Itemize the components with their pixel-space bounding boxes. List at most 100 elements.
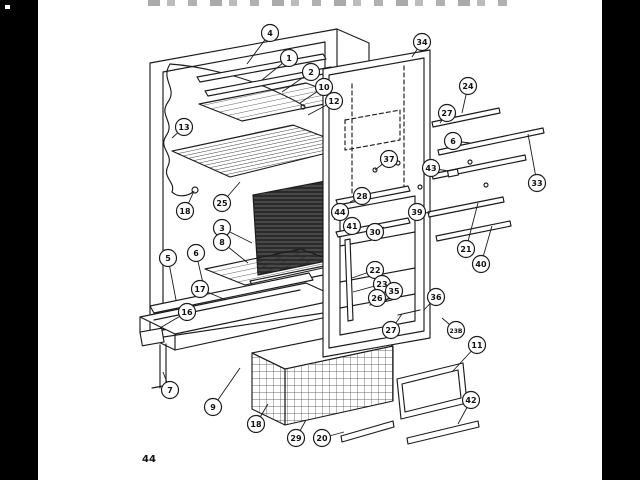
callout-34: 34 — [411, 32, 432, 58]
callout-number: 41 — [346, 222, 358, 231]
callout-balloon — [412, 32, 432, 52]
callout-number: 9 — [210, 403, 216, 412]
callout-number: 10 — [318, 83, 330, 92]
callout-balloon — [314, 77, 334, 97]
callout-25: 25 — [212, 181, 241, 213]
scan-artifact — [5, 5, 10, 9]
page-number: 44 — [142, 454, 156, 465]
callout-21: 21 — [456, 202, 479, 259]
callout-balloon — [246, 414, 266, 434]
callout-balloon — [471, 254, 491, 274]
callout-number: 43 — [425, 164, 436, 173]
callout-number: 26 — [371, 294, 383, 303]
callout-balloon — [186, 243, 206, 263]
cropped-header-text — [148, 0, 520, 6]
callout-9: 9 — [203, 367, 241, 417]
callout-number: 39 — [411, 208, 423, 217]
callout-number: 29 — [290, 434, 302, 443]
callout-number: 22 — [369, 266, 380, 275]
callout-number: 18 — [250, 420, 262, 429]
callout-balloon — [467, 335, 487, 355]
callout-3: 3 — [212, 218, 253, 244]
callout-6: 6 — [186, 243, 207, 297]
callout-number: 36 — [430, 293, 442, 302]
callout-number: 20 — [316, 434, 328, 443]
callout-number: 4 — [267, 29, 273, 38]
callout-number: 23 — [376, 280, 387, 289]
callout-18: 18 — [175, 190, 195, 221]
callout-number: 18 — [179, 207, 191, 216]
callout-22: 22 — [351, 260, 385, 280]
callout-balloon — [286, 428, 306, 448]
callout-1: 1 — [261, 48, 299, 81]
toe-grille — [340, 420, 480, 445]
callout-10: 10 — [299, 77, 334, 104]
callout-balloon — [160, 380, 180, 400]
callout-7: 7 — [160, 371, 180, 400]
callout-30: 30 — [365, 222, 385, 242]
callout-17: 17 — [190, 279, 227, 301]
callout-balloon — [212, 193, 232, 213]
callout-balloon — [384, 281, 404, 301]
callout-balloon — [461, 390, 481, 410]
callout-balloon — [381, 320, 401, 340]
callout-number: 5 — [165, 254, 171, 263]
callout-balloon — [407, 202, 427, 222]
right-letterbox — [602, 0, 640, 480]
callout-balloon — [421, 158, 441, 178]
callout-balloon — [330, 202, 350, 222]
callout-balloon — [158, 248, 178, 268]
callout-number: 7 — [167, 386, 173, 395]
callout-balloon — [175, 201, 195, 221]
callout-number: 6 — [193, 249, 199, 258]
callout-number: 24 — [462, 82, 474, 91]
callout-balloon — [352, 186, 372, 206]
callout-number: 44 — [334, 208, 346, 217]
callout-number: 34 — [416, 38, 428, 47]
callout-number: 30 — [369, 228, 381, 237]
callout-balloon — [279, 48, 299, 68]
callout-44: 44 — [330, 202, 350, 222]
callout-number: 2 — [308, 68, 314, 77]
callout-number: 17 — [194, 285, 205, 294]
callout-balloon — [190, 279, 210, 299]
callout-number: 3 — [219, 224, 225, 233]
callout-2: 2 — [281, 62, 321, 93]
callout-balloon — [177, 302, 197, 322]
callout-balloon — [443, 131, 463, 151]
callout-number: 12 — [328, 97, 339, 106]
callout-number: 6 — [450, 137, 456, 146]
callout-balloon — [203, 397, 223, 417]
callout-6: 6 — [443, 131, 471, 151]
callout-number: 8 — [219, 238, 225, 247]
callout-balloon — [212, 232, 232, 252]
callout-35: 35 — [384, 281, 404, 302]
callout-8: 8 — [212, 232, 249, 264]
callout-26: 26 — [367, 288, 387, 308]
callout-13: 13 — [171, 117, 194, 139]
callout-number: 25 — [216, 199, 228, 208]
callout-28: 28 — [349, 186, 372, 206]
callout-balloon — [260, 23, 280, 43]
callout-20: 20 — [312, 428, 345, 448]
callout-18: 18 — [246, 403, 269, 434]
callout-balloon — [437, 103, 457, 123]
left-letterbox — [0, 0, 38, 480]
callout-number: 28 — [356, 192, 368, 201]
callout-4: 4 — [246, 23, 280, 65]
callout-number: 27 — [385, 326, 396, 335]
callout-balloon — [301, 62, 321, 82]
callout-41: 41 — [342, 216, 362, 236]
callout-37: 37 — [374, 149, 399, 171]
callout-balloon — [446, 320, 466, 340]
callout-number: 1 — [286, 54, 292, 63]
callout-36: 36 — [423, 287, 446, 311]
callout-balloon — [342, 216, 362, 236]
callout-23B: 23B — [441, 317, 466, 340]
callout-balloon — [367, 288, 387, 308]
callout-number: 27 — [441, 109, 452, 118]
callout-balloon — [324, 91, 344, 111]
callout-balloon — [456, 239, 476, 259]
